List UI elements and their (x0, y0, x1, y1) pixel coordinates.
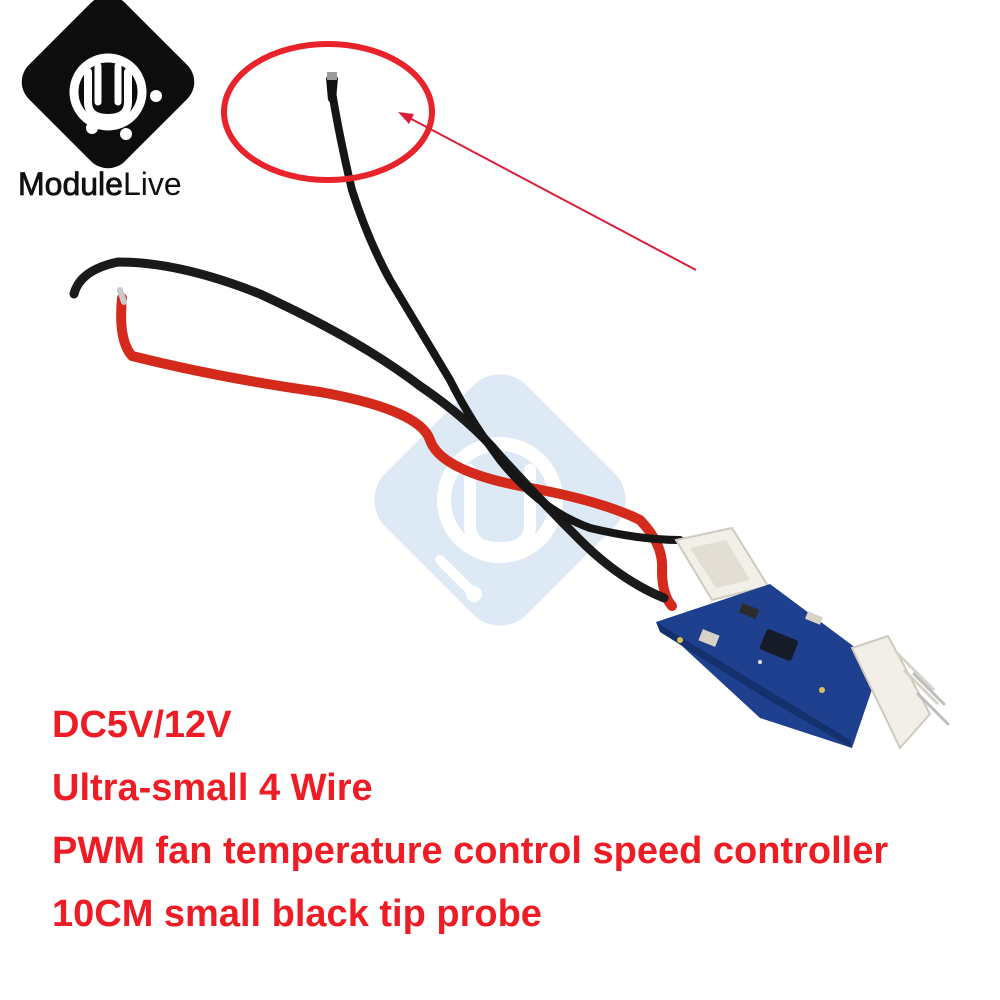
brand-name: ModuleLive (18, 166, 182, 203)
fan-connector (850, 634, 950, 750)
probe-pointer-arrow (398, 112, 697, 271)
probe-tip-highlight-circle (221, 41, 435, 183)
probe-tip (326, 72, 338, 103)
black-power-wire (69, 257, 669, 603)
caption-line-function: PWM fan temperature control speed contro… (52, 830, 889, 872)
temperature-probe-wire (328, 88, 684, 544)
brand-name-live: Live (122, 166, 182, 202)
caption-line-voltage: DC5V/12V (52, 704, 232, 746)
caption-line-probe: 10CM small black tip probe (52, 893, 542, 935)
module-live-watermark-icon (374, 374, 626, 626)
red-power-wire (116, 293, 677, 611)
input-connector (674, 526, 770, 602)
controller-pcb (656, 584, 880, 748)
brand-name-module: Module (18, 166, 124, 203)
module-live-logo-icon (21, 0, 195, 169)
product-caption: DC5V/12V Ultra-small 4 Wire PWM fan temp… (52, 700, 982, 952)
caption-line-wire: Ultra-small 4 Wire (52, 767, 373, 809)
